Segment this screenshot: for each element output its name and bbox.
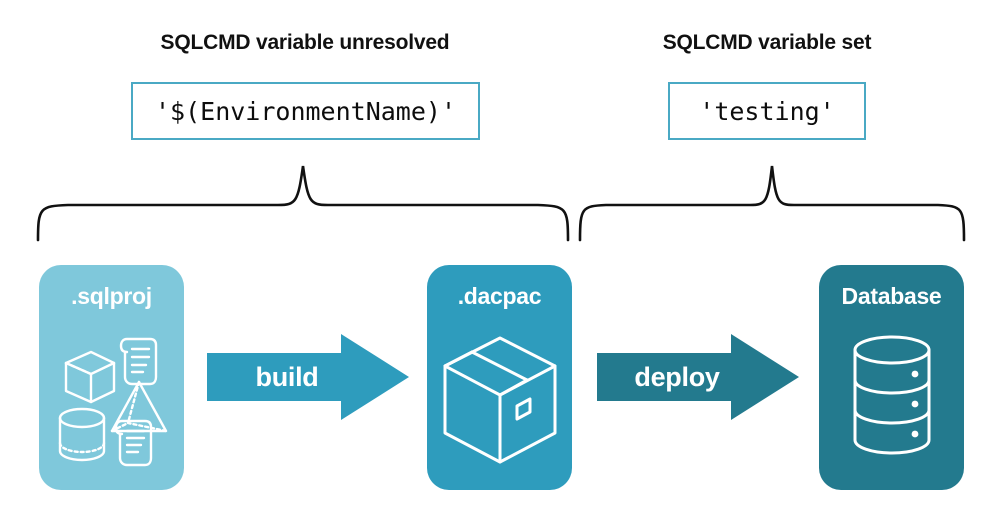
- database-status-dot: [911, 370, 918, 378]
- pyramid-icon: [110, 380, 167, 433]
- group-heading-unresolved: SQLCMD variable unresolved: [160, 31, 450, 54]
- card-sqlproj: .sqlproj: [39, 265, 184, 490]
- scroll-icon: [114, 419, 152, 467]
- card-sqlproj-title: .sqlproj: [71, 283, 152, 309]
- sqlcmd-variable-unresolved-value-box: '$(EnvironmentName)': [131, 82, 480, 140]
- sqlcmd-variable-set-value: 'testing': [699, 96, 835, 126]
- card-database: Database: [819, 265, 964, 490]
- package-box-icon: [443, 336, 556, 464]
- card-sqlproj-artwork: [39, 310, 184, 490]
- database-cylinder-icon: [853, 335, 930, 455]
- build-arrow-shape: [207, 334, 409, 420]
- card-database-title: Database: [841, 283, 942, 309]
- curly-brace-left: [36, 165, 570, 242]
- sqlcmd-variable-set-value-box: 'testing': [668, 82, 866, 140]
- deploy-arrow-shape: [597, 334, 799, 420]
- sqlcmd-variable-unresolved-value: '$(EnvironmentName)': [154, 96, 457, 126]
- sqlproj-objects-icon-group: [58, 337, 167, 467]
- cylinder-icon: [58, 407, 105, 462]
- cube-icon: [64, 350, 115, 404]
- arrow-build: build: [207, 334, 409, 420]
- database-status-dot: [911, 430, 918, 438]
- database-status-dot: [911, 400, 918, 408]
- scroll-icon: [119, 337, 157, 386]
- curly-brace-right: [578, 165, 966, 242]
- card-dacpac: .dacpac: [427, 265, 572, 490]
- card-dacpac-title: .dacpac: [457, 283, 542, 309]
- card-dacpac-artwork: [427, 310, 572, 490]
- card-database-artwork: [819, 310, 964, 490]
- group-heading-set: SQLCMD variable set: [662, 31, 872, 54]
- arrow-deploy: deploy: [597, 334, 799, 420]
